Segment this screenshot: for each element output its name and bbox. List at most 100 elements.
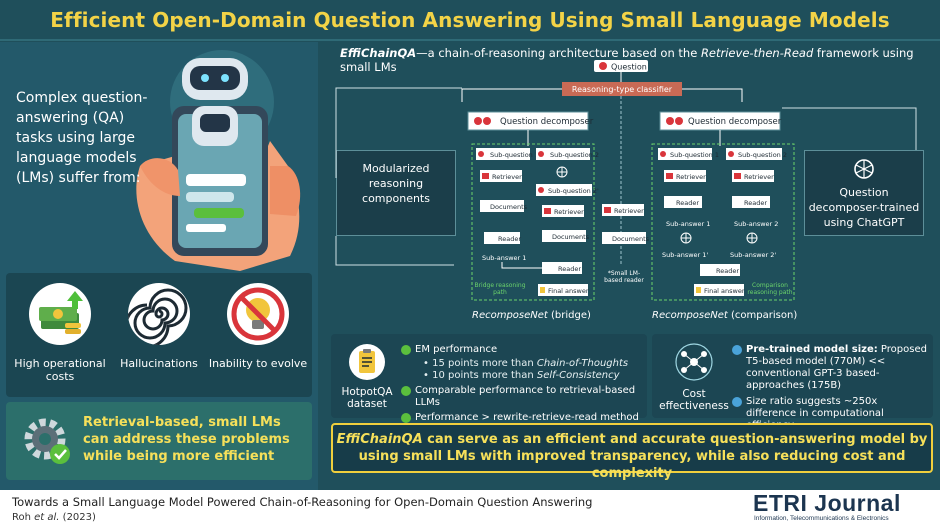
- comp-subanswer1p: Sub-answer 1': [662, 251, 708, 259]
- comp-subq2: [726, 148, 782, 160]
- check-icon: [401, 386, 411, 396]
- framework-subtitle: EffiChainQA—a chain-of-reasoning archite…: [340, 46, 940, 74]
- chatgpt-logo-icon: [854, 159, 874, 179]
- journal-logo: ETRI Journal: [753, 490, 901, 516]
- author-etal: et al.: [34, 512, 60, 523]
- page-title: Efficient Open-Domain Question Answering…: [50, 8, 890, 32]
- comparison-frame: [651, 143, 795, 301]
- decomposer-right-label: Question decomposer: [688, 117, 782, 127]
- comp-subanswer1: Sub-answer 1: [666, 220, 710, 228]
- recomposenet-comparison-label: RecomposeNet (comparison): [652, 310, 797, 321]
- svg-text:Retriever: Retriever: [554, 208, 584, 216]
- phone-hand-illustration: [136, 50, 301, 271]
- title-divider: [0, 39, 940, 41]
- bridge-frame: [471, 143, 595, 301]
- bridge-reader1: [484, 232, 520, 244]
- hotpot-panel: HotpotQA dataset EM performance • 15 poi…: [331, 334, 647, 423]
- svg-text:Documents: Documents: [490, 203, 528, 211]
- bullet-em-1: • 15 points more than Chain-of-Thoughts: [423, 358, 629, 369]
- model-name: EffiChainQA: [340, 46, 417, 60]
- connector-right: [782, 107, 917, 150]
- bullet-rewrite: Performance > rewrite-retrieve-read meth…: [401, 412, 641, 424]
- cost-b1-rest: Proposed T5-based model (770M) << conven…: [746, 344, 927, 391]
- bridge-subq1: [476, 148, 530, 160]
- comp-reader2: [732, 196, 770, 208]
- chatgpt-box: Question decomposer-trained using ChatGP…: [804, 150, 924, 236]
- spiral-icon: [128, 283, 190, 345]
- bridge-subanswer1: Sub-answer 1: [482, 254, 526, 262]
- no-lightbulb-icon: [227, 283, 289, 345]
- svg-text:Sub-question 2: Sub-question 2: [738, 151, 787, 159]
- check-icon: [401, 413, 411, 423]
- subtitle-text: —a chain-of-reasoning architecture based…: [416, 46, 701, 60]
- conclusion-model-name: EffiChainQA: [336, 432, 423, 447]
- bridge-retriever2: [542, 205, 584, 217]
- cost-panel: Cost effectiveness Pre-trained model siz…: [652, 334, 933, 431]
- em-2b: Self-Consistency: [536, 370, 620, 381]
- cost-label: Cost effectiveness: [659, 388, 729, 412]
- clipboard-icon: [349, 344, 385, 380]
- bullet-model-size: Pre-trained model size: Proposed T5-base…: [732, 344, 930, 392]
- modular-components-box: Modularized reasoning components: [336, 150, 456, 236]
- problem-inability: Inability to evolve: [208, 283, 308, 370]
- check-icon: [401, 345, 411, 355]
- svg-text:Sub-question 1: Sub-question 1: [490, 151, 539, 159]
- svg-text:Retriever: Retriever: [676, 173, 706, 181]
- problem-label: Hallucinations: [120, 357, 198, 370]
- money-stack-icon: [29, 283, 91, 345]
- svg-text:Reader: Reader: [498, 235, 521, 243]
- comp-subanswer2p: Sub-answer 2': [730, 251, 776, 259]
- comp-retriever1: [664, 170, 706, 182]
- connector-left-low: [335, 236, 454, 266]
- svg-text:Sub-question 1: Sub-question 1: [670, 151, 719, 159]
- comp-retriever2: [732, 170, 774, 182]
- hotpot-b2: Comparable performance to retrieval-base…: [415, 385, 636, 408]
- comparison-path-label: Comparison reasoning path: [747, 282, 793, 296]
- connector-left: [335, 87, 462, 178]
- conclusion-banner: EffiChainQA can serve as an efficient an…: [331, 423, 933, 481]
- bridge-documents2: [542, 230, 586, 242]
- question-box: [594, 60, 648, 72]
- bullet-em-2: • 10 points more than Self-Consistency: [423, 370, 620, 381]
- problem-hallucinations: Hallucinations: [109, 283, 209, 370]
- svg-text:Reader: Reader: [558, 265, 581, 273]
- architecture-diagram: Question Reasoning-type classifier Quest…: [335, 60, 917, 321]
- problem-label: Inability to evolve: [208, 357, 308, 370]
- author-name: Roh: [12, 512, 35, 523]
- svg-text:Reader: Reader: [676, 199, 699, 207]
- problem-high-costs: High operational costs: [10, 283, 110, 383]
- comp-reader1: [664, 196, 702, 208]
- gear-icon: [732, 345, 742, 355]
- comp-final-answer: [694, 284, 744, 296]
- problem-label: High operational costs: [14, 357, 106, 383]
- paper-authors: Roh et al. (2023): [12, 512, 96, 523]
- bridge-reader2: [542, 262, 582, 274]
- bridge-final-answer: [538, 284, 588, 296]
- shared-documents: [602, 232, 646, 244]
- svg-text:Sub-question 2: Sub-question 2: [550, 151, 599, 159]
- bridge-path-label: Bridge reasoning path: [474, 282, 526, 296]
- solution-panel: Retrieval-based, small LMs can address t…: [6, 402, 312, 480]
- conclusion-text: can serve as an efficient and accurate q…: [358, 432, 928, 481]
- svg-text:Reader: Reader: [744, 199, 767, 207]
- cost-b1-head: Pre-trained model size:: [746, 344, 878, 355]
- comp-subq1: [658, 148, 712, 160]
- em-2a: 10 points more than: [432, 370, 537, 381]
- em-1b: Chain-of-Thoughts: [536, 358, 629, 369]
- journal-subtitle: Information, Telecommunications & Electr…: [754, 515, 889, 522]
- subtitle-end: framework using small LMs: [340, 46, 914, 74]
- svg-text:Final answer: Final answer: [548, 287, 589, 295]
- small-lm-note: *Small LM-based reader: [604, 270, 644, 284]
- framework-name: Retrieve-then-Read: [700, 46, 814, 60]
- paper-title: Towards a Small Language Model Powered C…: [12, 495, 593, 509]
- question-label: Question: [611, 63, 647, 72]
- classifier-label: Reasoning-type classifier: [572, 85, 673, 94]
- complex-qa-text: Complex question-answering (QA) tasks us…: [16, 90, 148, 186]
- bridge-subq2: [536, 148, 590, 160]
- svg-text:Final answer: Final answer: [704, 287, 745, 295]
- hotpot-b3: Performance > rewrite-retrieve-read meth…: [415, 412, 639, 423]
- problems-panel: High operational costs Hallucinations In…: [6, 273, 312, 397]
- em-title: EM performance: [415, 344, 498, 355]
- question-icon: [599, 62, 607, 70]
- author-year: (2023): [59, 512, 96, 523]
